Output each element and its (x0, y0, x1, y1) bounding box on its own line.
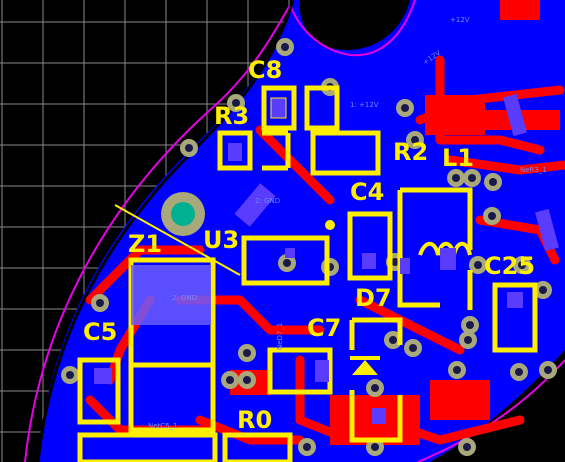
vias (61, 38, 557, 456)
copper-islands (230, 0, 560, 445)
via-drill (515, 368, 523, 376)
via-drill (96, 299, 104, 307)
designator-l1: L1 (442, 144, 474, 172)
silkscreen-outlines (77, 85, 538, 462)
net-label: 2: GND (255, 197, 280, 205)
via-drill (463, 443, 471, 451)
via-drill (464, 336, 472, 344)
net-label: 1: +12V (350, 101, 379, 109)
via-drill (303, 443, 311, 451)
designators: C8 R3 R2 L1 C4 U3 Z1 C25 D7 C5 C7 R0 (83, 56, 535, 434)
designator-d7: D7 (355, 284, 392, 312)
via-drill (243, 349, 251, 357)
via-drill (232, 99, 240, 107)
via-drill (488, 212, 496, 220)
mounting-hole (161, 192, 205, 236)
via-drill (468, 174, 476, 182)
designator-u3: U3 (203, 226, 239, 254)
board-notch (299, 0, 410, 50)
via-drill (401, 104, 409, 112)
via-drill (453, 366, 461, 374)
via-drill (489, 178, 497, 186)
net-label: NetC5_1 (148, 422, 178, 430)
designator-c4: C4 (350, 178, 384, 206)
via-drill (539, 286, 547, 294)
via-drill (226, 376, 234, 384)
via-drill (185, 144, 193, 152)
board-cutout (430, 350, 565, 462)
designator-c7: C7 (307, 314, 341, 342)
via-drill (518, 261, 526, 269)
designator-r0: R0 (237, 406, 272, 434)
pads (94, 93, 559, 424)
via-drill (452, 174, 460, 182)
designator-r2: R2 (393, 138, 428, 166)
via-drill (544, 366, 552, 374)
via-drill (281, 43, 289, 51)
via-drill (283, 259, 291, 267)
via-drill (66, 371, 74, 379)
net-label: 2: GND (172, 294, 197, 302)
designator-r3: R3 (214, 102, 249, 130)
via-drill (391, 258, 399, 266)
via-drill (466, 321, 474, 329)
net-label: NeD7_1 (276, 323, 284, 350)
designator-z1: Z1 (128, 230, 162, 258)
via-drill (371, 443, 379, 451)
net-label: +12V (450, 16, 470, 24)
via-drill (243, 376, 251, 384)
designator-c5: C5 (83, 318, 117, 346)
via-drill (389, 336, 397, 344)
via-drill (409, 344, 417, 352)
via-drill (411, 136, 419, 144)
designator-c8: C8 (248, 56, 282, 84)
designator-c25: C25 (484, 252, 535, 280)
via-drill (371, 384, 379, 392)
via-drill (474, 261, 482, 269)
keepout-line (36, 0, 295, 462)
net-label: NeR3_1 (520, 166, 547, 174)
